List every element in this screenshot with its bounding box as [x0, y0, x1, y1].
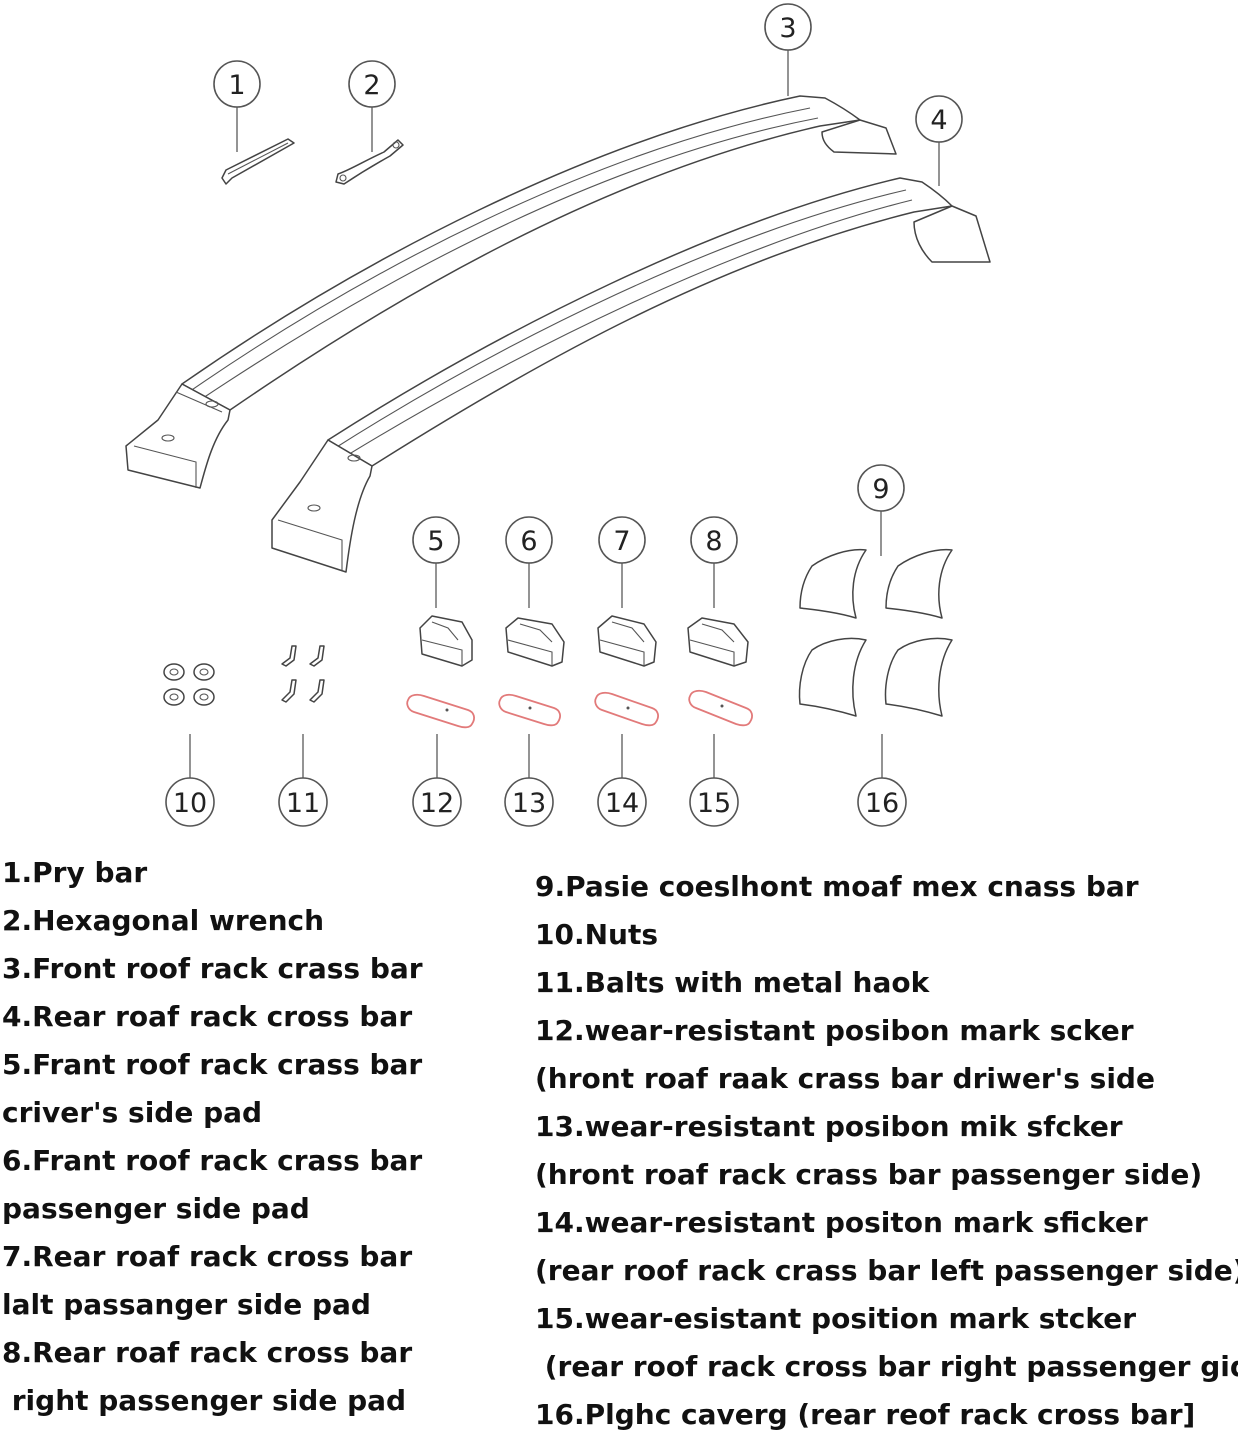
callout-9: 9 [857, 464, 905, 512]
legend-item-5: 5.Frant roof rack crass bar [2, 1048, 423, 1081]
sticker-15-illustration [688, 689, 753, 727]
pad-6-illustration [505, 617, 565, 667]
nuts-illustration [163, 663, 215, 706]
svg-text:10: 10 [173, 788, 207, 819]
svg-text:5: 5 [427, 526, 444, 557]
svg-text:2: 2 [363, 70, 380, 101]
callout-6: 6 [505, 516, 553, 564]
parts-legend-right: 9.Pasie coeslhont moaf mex cnass bar 10.… [535, 863, 1238, 1439]
pad-5-illustration [419, 615, 473, 667]
legend-item-6: 6.Frant roof rack crass bar [2, 1144, 423, 1177]
legend-item-13-cont: (hront roaf rack crass bar passenger sid… [535, 1158, 1203, 1191]
hex-wrench-illustration [335, 139, 404, 185]
svg-text:12: 12 [420, 788, 454, 819]
svg-text:11: 11 [286, 788, 320, 819]
legend-item-14-cont: (rear roof rack crass bar left passenger… [535, 1254, 1238, 1287]
pry-bar-illustration [221, 138, 295, 185]
callout-1: 1 [213, 60, 261, 108]
svg-text:1: 1 [228, 70, 245, 101]
callout-10: 10 [165, 777, 215, 827]
legend-item-7: 7.Rear roaf rack cross bar [2, 1240, 413, 1273]
legend-item-8-cont: right passenger side pad [2, 1384, 407, 1417]
callout-16: 16 [857, 777, 907, 827]
parts-diagram: 1 2 3 4 5 6 7 8 9 10 11 12 13 14 15 16 [125, 3, 991, 827]
legend-item-11: 11.Balts with metal haok [535, 966, 930, 999]
sticker-13-illustration [498, 693, 561, 727]
svg-text:3: 3 [779, 13, 796, 44]
callout-8: 8 [690, 516, 738, 564]
sticker-14-illustration [594, 691, 659, 727]
bolts-illustration [281, 645, 325, 703]
svg-text:7: 7 [613, 526, 630, 557]
svg-text:8: 8 [705, 526, 722, 557]
callout-7: 7 [598, 516, 646, 564]
cover-9-illustration [799, 548, 953, 619]
legend-item-12: 12.wear-resistant posibon mark scker [535, 1014, 1134, 1047]
legend-item-12-cont: (hront roaf raak crass bar driwer's side [535, 1062, 1155, 1095]
sticker-12-illustration [406, 693, 475, 729]
leader-lines [189, 50, 940, 779]
callout-12: 12 [412, 777, 462, 827]
svg-text:14: 14 [605, 788, 639, 819]
svg-text:4: 4 [930, 105, 947, 136]
svg-text:15: 15 [697, 788, 731, 819]
pad-7-illustration [597, 615, 657, 667]
svg-text:6: 6 [520, 526, 537, 557]
svg-text:9: 9 [872, 474, 889, 505]
legend-item-1: 1.Pry bar [2, 856, 148, 889]
pad-8-illustration [687, 617, 749, 667]
legend-item-13: 13.wear-resistant posibon mik sfcker [535, 1110, 1123, 1143]
legend-item-3: 3.Front roof rack crass bar [2, 952, 423, 985]
legend-item-9: 9.Pasie coeslhont moaf mex cnass bar [535, 870, 1139, 903]
legend-item-15-cont: (rear roof rack cross bar right passenge… [535, 1350, 1238, 1383]
legend-item-4: 4.Rear roaf rack cross bar [2, 1000, 413, 1033]
callout-15: 15 [689, 777, 739, 827]
cover-16-illustration [798, 637, 953, 717]
callout-13: 13 [504, 777, 554, 827]
svg-text:13: 13 [512, 788, 546, 819]
callout-14: 14 [597, 777, 647, 827]
legend-item-10: 10.Nuts [535, 918, 659, 951]
legend-item-5-cont: criver's side pad [2, 1096, 263, 1129]
callout-11: 11 [278, 777, 328, 827]
legend-item-14: 14.wear-resistant positon mark sficker [535, 1206, 1148, 1239]
callout-3: 3 [764, 3, 812, 51]
callout-2: 2 [348, 60, 396, 108]
legend-item-2: 2.Hexagonal wrench [2, 904, 325, 937]
svg-text:16: 16 [865, 788, 899, 819]
legend-item-8: 8.Rear roaf rack cross bar [2, 1336, 413, 1369]
legend-item-7-cont: lalt passanger side pad [2, 1288, 371, 1321]
legend-item-15: 15.wear-esistant position mark stcker [535, 1302, 1137, 1335]
callout-4: 4 [915, 95, 963, 143]
legend-item-6-cont: passenger side pad [2, 1192, 310, 1225]
rear-cross-bar-illustration [271, 177, 991, 573]
parts-legend-left: 1.Pry bar 2.Hexagonal wrench 3.Front roo… [2, 849, 423, 1425]
callout-5: 5 [412, 516, 460, 564]
front-cross-bar-illustration [125, 95, 897, 489]
legend-item-16: 16.Plghc caverg (rear reof rack cross ba… [535, 1398, 1196, 1431]
